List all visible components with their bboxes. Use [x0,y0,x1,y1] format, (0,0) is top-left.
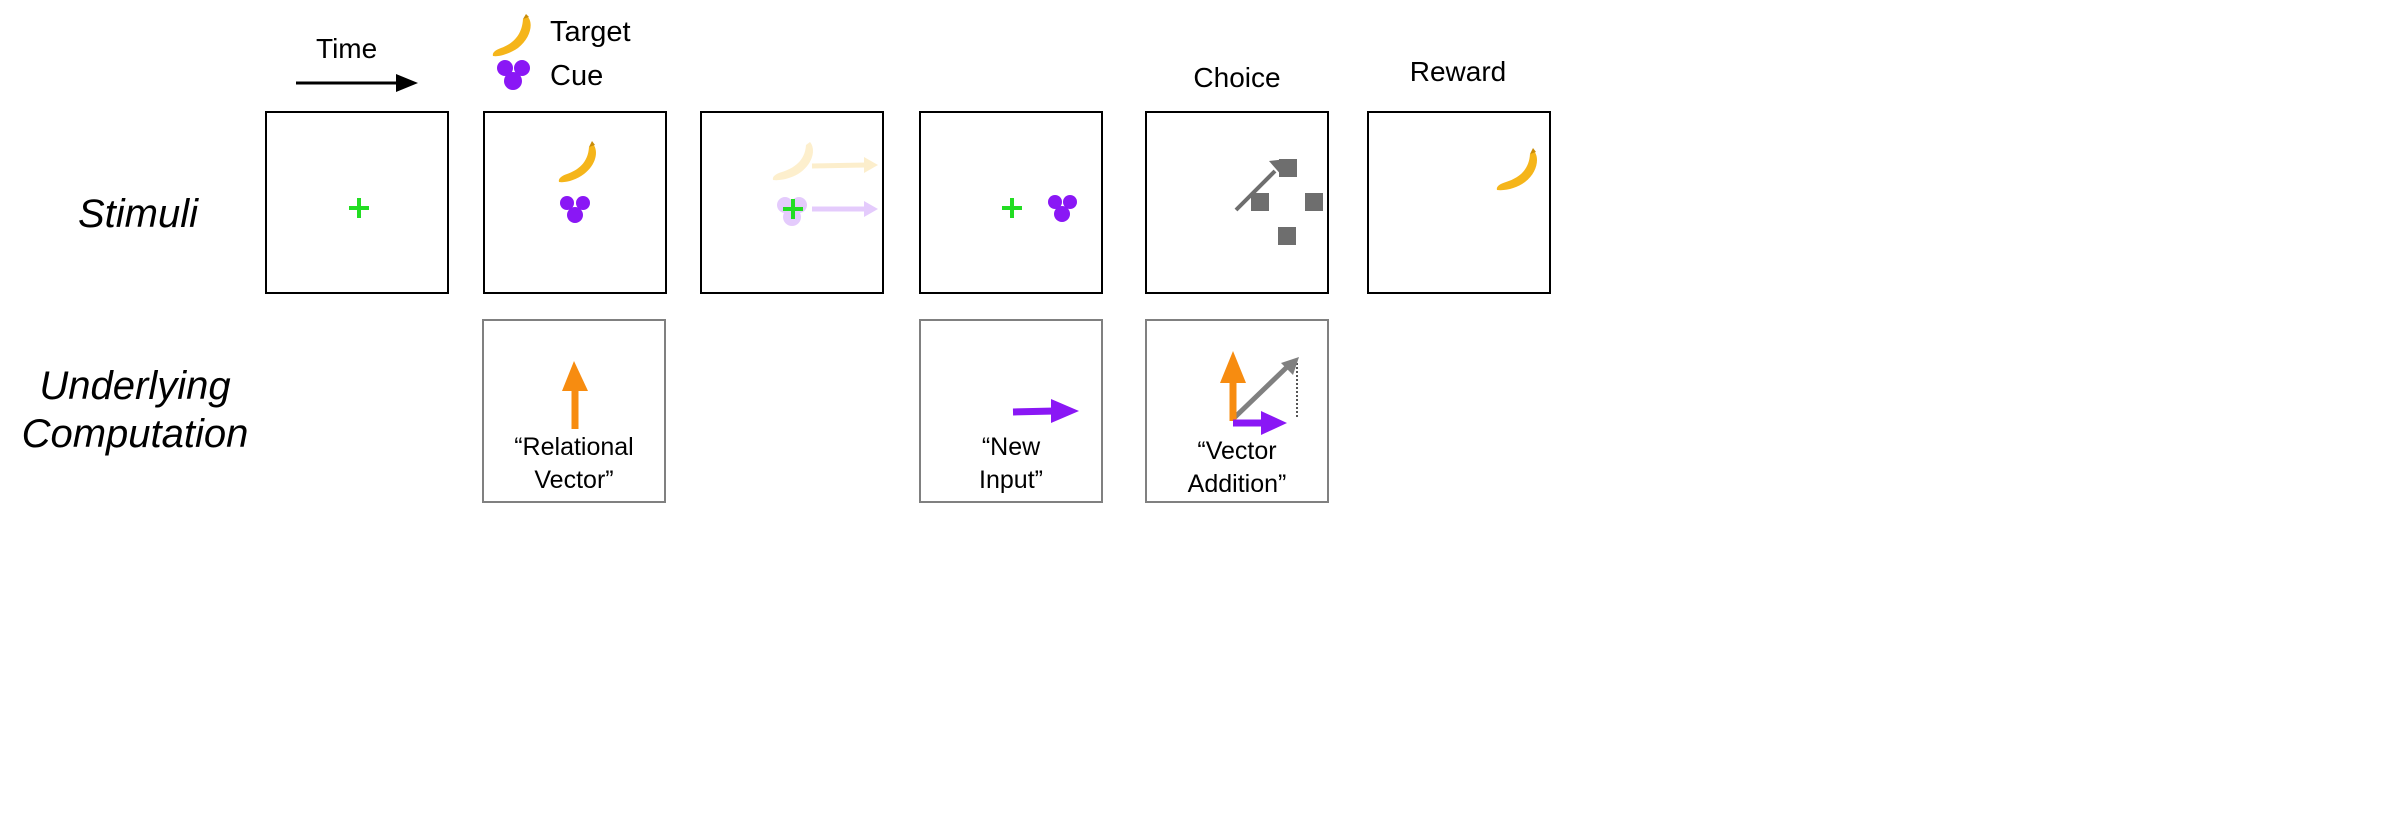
faded-target-arrow-icon [811,157,878,173]
choice-option-left [1251,193,1269,211]
stimulus-panel-choice [1145,111,1329,294]
vector-addition-caption: “Vector Addition” [1147,435,1327,501]
computation-row-line2: Computation [21,412,249,456]
choice-display [1234,159,1323,245]
legend-cue-icon [497,60,530,90]
computation-row-line1: Underlying [39,364,231,408]
faded-motion-display [772,142,878,226]
computation-row-label: Underlying Computation [0,362,270,458]
stimulus-panel-target-cue [483,111,667,294]
computation-panel-relational-vector: “Relational Vector” [482,319,666,503]
target-cue-display [558,141,596,223]
banana-icon [558,141,596,183]
choice-option-bottom [1278,227,1296,245]
vector-addition-orange-arrow-icon [1220,351,1246,421]
new-input-caption-l2: Input” [979,466,1043,494]
vector-addition-caption-l1: “Vector [1197,437,1277,465]
vector-addition-purple-arrow-icon [1233,411,1287,435]
stimuli-row-text: Stimuli [77,192,199,236]
time-arrow-icon [296,74,418,92]
choice-direction-arrow-icon [1234,159,1287,212]
legend-target-label: Target [550,16,631,48]
relational-vector-caption: “Relational Vector” [484,431,664,497]
vector-addition-sum-arrow-icon [1231,357,1299,421]
new-input-arrow-icon [1012,399,1079,423]
computation-panel-new-input: “New Input” [919,319,1103,503]
vector-addition-caption-l2: Addition” [1187,470,1287,498]
time-label: Time [316,33,378,64]
reward-banana-icon [1496,148,1537,191]
relational-vector-caption-l1: “Relational [514,433,634,461]
stimuli-row-label: Stimuli [58,190,218,238]
computation-panel-vector-addition: “Vector Addition” [1145,319,1329,503]
cue-cluster-icon [1048,195,1077,222]
choice-label: Choice [1193,62,1281,93]
relational-vector-arrow-icon [562,361,588,429]
vector-addition-diagram [1220,351,1299,435]
legend-cue-label: Cue [550,60,604,92]
stimulus-panel-faded-motion [700,111,884,294]
new-input-caption-l1: “New [981,433,1041,461]
fixation-cross-icon [349,198,369,218]
relational-vector-caption-l2: Vector” [534,466,614,494]
new-input-caption: “New Input” [921,431,1101,497]
reward-label: Reward [1409,56,1507,87]
stimulus-panel-new-cue [919,111,1103,294]
new-cue-display [1002,195,1077,222]
cue-cluster-icon [560,196,590,223]
fixation-cross-icon [1002,198,1022,218]
choice-option-right [1305,193,1323,211]
stimulus-panel-fixation [265,111,449,294]
legend-banana-icon [492,14,531,57]
stimulus-panel-reward [1367,111,1551,294]
fixation-cross-icon [783,199,803,219]
faded-cue-arrow-icon [812,201,878,217]
faded-banana-icon [772,142,813,181]
